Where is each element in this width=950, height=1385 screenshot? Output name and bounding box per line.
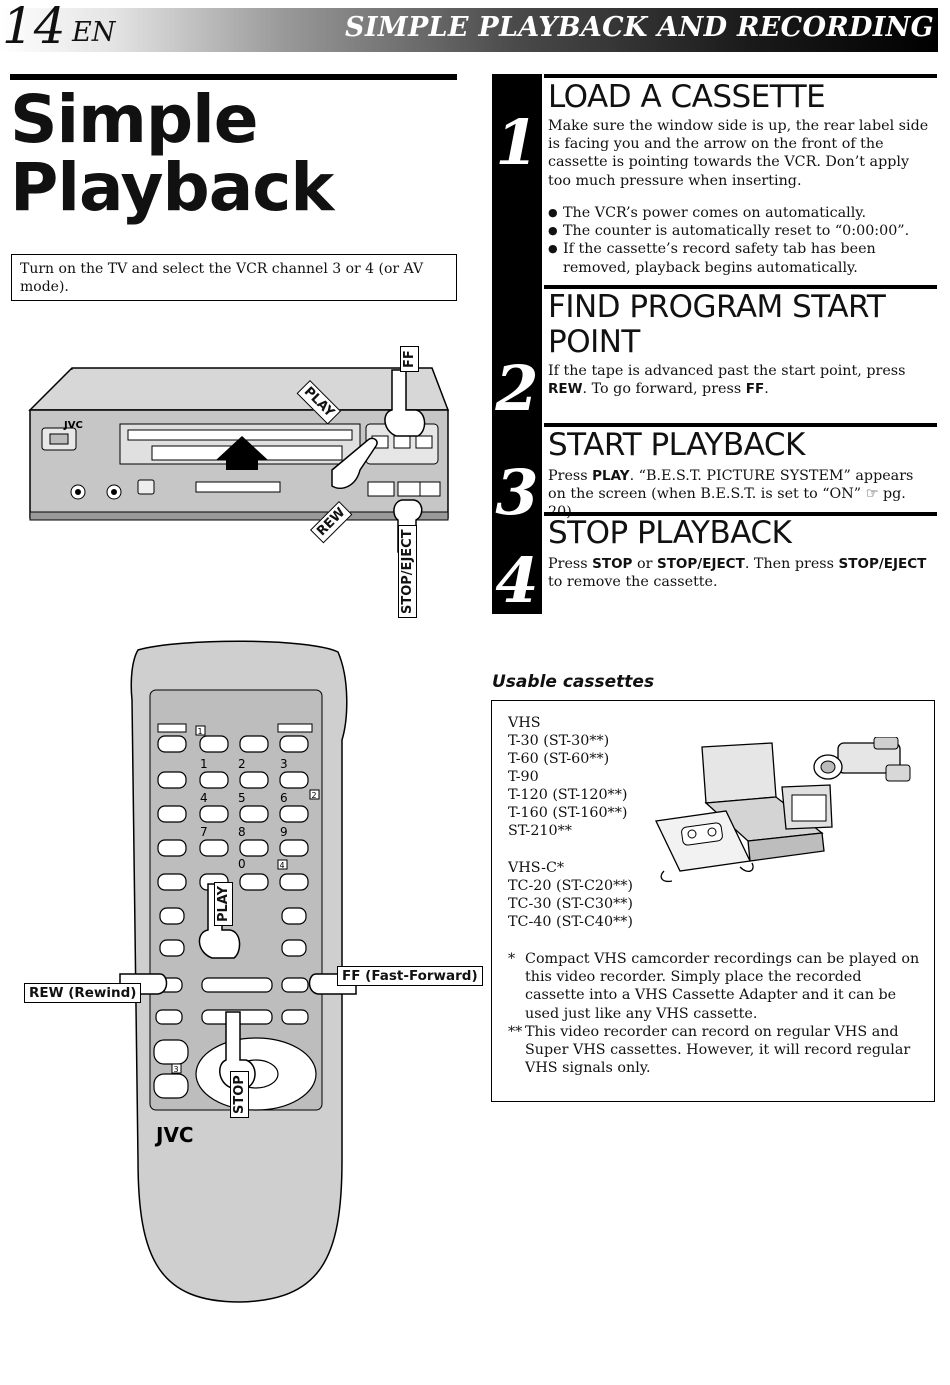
usable-cassettes-heading: Usable cassettes xyxy=(492,672,655,692)
play-keyword: PLAY xyxy=(592,468,630,484)
cassette-type: ST-210** xyxy=(508,823,572,839)
note-mark: ** xyxy=(508,1024,523,1040)
rew-keyword: REW xyxy=(548,381,583,398)
step-1-bullet: The VCR’s power comes on automatically. xyxy=(548,204,933,222)
step-3-text: . “B.E.S.T. PICTURE SYSTEM” appears on t… xyxy=(548,468,914,503)
step-2-heading: FIND PROGRAM START POINT xyxy=(548,289,886,360)
note-mark: * xyxy=(508,951,516,967)
step-1-body: Make sure the window side is up, the rea… xyxy=(548,118,929,189)
key-2: 2 xyxy=(238,757,246,771)
step-2-text: If the tape is advanced past the start p… xyxy=(548,363,906,379)
page-number: 14 xyxy=(2,0,66,55)
step-2-number: 2 xyxy=(495,352,539,425)
cassette-adapter-illustration xyxy=(655,737,911,883)
step-3-rule xyxy=(544,423,937,427)
remote-drawing: 1 2 3 4 5 6 7 8 9 0 1 2 3 4 JVC xyxy=(119,640,357,1303)
step-4-number: 4 xyxy=(495,544,539,617)
key-5: 5 xyxy=(238,791,246,805)
section-title: SIMPLE PLAYBACK AND RECORDING xyxy=(345,12,934,43)
step-4-heading: STOP PLAYBACK xyxy=(548,515,792,551)
key-1: 1 xyxy=(200,757,208,771)
key-4: 4 xyxy=(200,791,208,805)
stop-eject-keyword: STOP/EJECT xyxy=(838,556,927,572)
cassette-note: * Compact VHS camcorder recordings can b… xyxy=(508,950,923,1023)
cassette-type: TC-40 (ST-C40**) xyxy=(508,914,633,930)
vcr-ff-label: FF xyxy=(400,346,419,372)
page-title-line-2: Playback xyxy=(10,149,334,226)
cassette-type: TC-20 (ST-C20**) xyxy=(508,878,633,894)
step-4-rule xyxy=(544,512,937,516)
pointing-hand-icon: ☞ xyxy=(865,486,879,503)
cassette-type: TC-30 (ST-C30**) xyxy=(508,896,633,912)
title-rule xyxy=(10,74,457,80)
usable-cassettes-box: VHS T-30 (ST-30**) T-60 (ST-60**) T-90 T… xyxy=(491,700,935,1102)
step-4-text: Press xyxy=(548,556,593,572)
remote-illustration: 1 2 3 4 5 6 7 8 9 0 1 2 3 4 JVC PLAY STO… xyxy=(20,640,483,1340)
key-8: 8 xyxy=(238,825,246,839)
callout-2: 2 xyxy=(312,791,317,800)
callout-1: 1 xyxy=(198,727,203,736)
step-1-bullets: The VCR’s power comes on automatically. … xyxy=(548,204,933,277)
key-6: 6 xyxy=(280,791,288,805)
step-2-text: . To go forward, press xyxy=(582,381,746,398)
cassette-type: VHS-C* xyxy=(508,860,565,876)
step-1-number: 1 xyxy=(495,106,539,179)
callout-3: 3 xyxy=(174,1065,179,1074)
key-3: 3 xyxy=(280,757,288,771)
remote-ff-label: FF (Fast-Forward) xyxy=(337,966,483,986)
note-text: This video recorder can record on regula… xyxy=(525,1024,911,1077)
step-number-bar: 1 2 3 4 xyxy=(492,74,542,614)
step-2-text: . xyxy=(764,381,769,398)
step-1-bullet: If the cassette’s record safety tab has … xyxy=(548,240,933,276)
remote-stop-label: STOP xyxy=(230,1071,249,1118)
stop-keyword: STOP xyxy=(592,556,633,572)
page-title: Simple Playback xyxy=(10,86,450,222)
step-3-body: Press PLAY. “B.E.S.T. PICTURE SYSTEM” ap… xyxy=(548,467,933,522)
callout-4: 4 xyxy=(280,861,285,870)
step-4-text: . Then press xyxy=(744,556,839,572)
step-1-bullet: The counter is automatically reset to “0… xyxy=(548,222,933,240)
cassette-type: T-60 (ST-60**) xyxy=(508,751,610,767)
step-2-rule xyxy=(544,285,937,289)
vcr-brand: JVC xyxy=(63,420,83,431)
vcr-drawing: JVC xyxy=(28,367,450,553)
ff-keyword: FF xyxy=(745,381,765,398)
stop-eject-keyword: STOP/EJECT xyxy=(656,556,745,572)
remote-rew-label: REW (Rewind) xyxy=(24,983,142,1003)
note-text: Compact VHS camcorder recordings can be … xyxy=(525,951,920,1022)
step-3-number: 3 xyxy=(495,456,539,529)
cassette-note: ** This video recorder can record on reg… xyxy=(508,1023,923,1078)
step-1-rule xyxy=(544,74,937,78)
intro-box: Turn on the TV and select the VCR channe… xyxy=(11,254,457,301)
vcr-stop-eject-label: STOP/EJECT xyxy=(398,525,417,618)
step-3-text: Press xyxy=(548,468,593,484)
vcr-illustration: JVC PLAY FF REW STOP/EJECT xyxy=(20,340,460,630)
page-title-line-1: Simple xyxy=(10,81,259,158)
step-1-heading: LOAD A CASSETTE xyxy=(548,79,826,115)
step-4-text: to remove the cassette. xyxy=(548,574,718,591)
step-3-heading: START PLAYBACK xyxy=(548,427,805,463)
step-4-body: Press STOP or STOP/EJECT. Then press STO… xyxy=(548,555,933,591)
cassette-type: VHS xyxy=(508,715,541,731)
step-4-text: or xyxy=(632,556,657,572)
key-7: 7 xyxy=(200,825,208,839)
page-language: EN xyxy=(72,17,116,48)
key-9: 9 xyxy=(280,825,288,839)
cassette-type: T-30 (ST-30**) xyxy=(508,733,610,749)
cassette-type: T-120 (ST-120**) xyxy=(508,787,628,803)
remote-play-label: PLAY xyxy=(214,881,233,926)
remote-brand: JVC xyxy=(154,1123,194,1147)
cassette-type: T-90 xyxy=(508,769,539,785)
header-bar xyxy=(0,8,938,52)
cassette-type: T-160 (ST-160**) xyxy=(508,805,628,821)
key-0: 0 xyxy=(238,857,246,871)
step-2-body: If the tape is advanced past the start p… xyxy=(548,362,933,398)
